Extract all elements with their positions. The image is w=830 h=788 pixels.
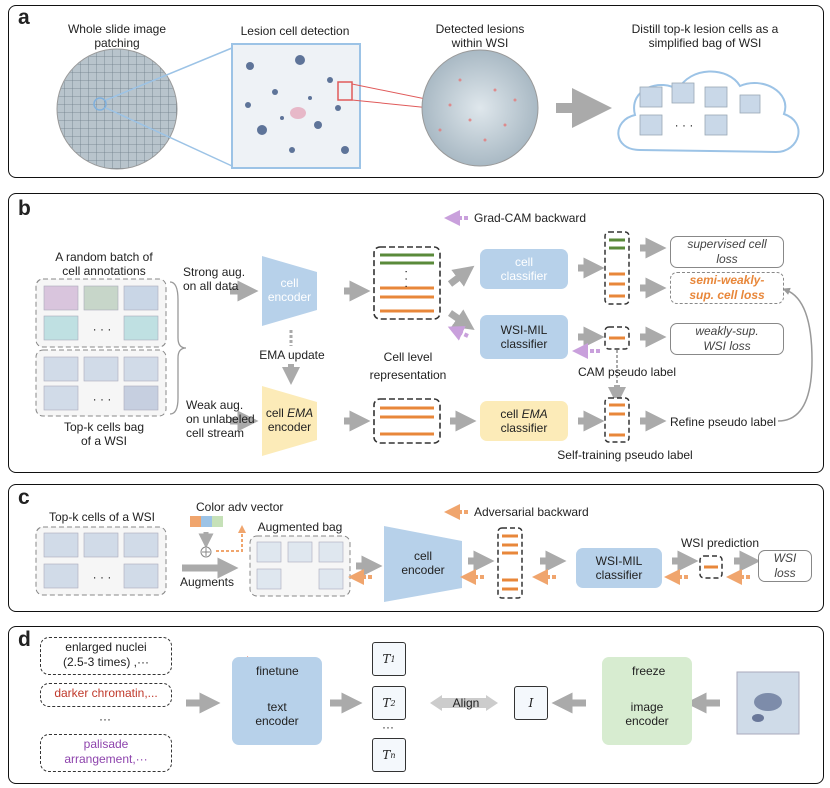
ema-classifier-prefix: cell [500,407,522,421]
token-t2-main: T [382,696,391,710]
self-training-label: Self-training pseudo label [557,448,693,462]
panel-b-label: b [18,197,31,220]
panel-a-label: a [18,6,30,29]
image-encoder-box [602,657,692,745]
augmented-bag-label: Augmented bag [257,520,343,534]
token-tn-sub: n [390,750,396,760]
cell-classifier: cell classifier [480,249,568,289]
rep-dots: · · · [400,269,414,289]
ema-encoder-suffix: encoder [267,420,312,434]
refine-pseudo-label: Refine pseudo label [669,415,777,429]
align-label: Align [452,696,480,710]
prompt-enlarged-nuclei: enlarged nuclei (2.5-3 times) ,··· [40,637,172,675]
dots-c1: · · · [92,570,112,584]
ema-classifier-word: EMA [521,407,548,421]
random-batch-label: A random batch of cell annotations [55,250,153,278]
token-tn-main: T [382,748,391,762]
dots-b1: · · · [92,322,112,336]
ema-encoder-label: cell EMA encoder [262,406,317,434]
wsi-prediction-label: WSI prediction [680,536,760,550]
wsi-mil-classifier: WSI-MIL classifier [480,315,568,359]
semi-weakly-loss: semi-weakly- sup. cell loss [670,272,784,304]
ema-classifier-suffix: classifier [500,421,548,435]
step-distill-label: Distill top-k lesion cells as a simplifi… [631,22,779,50]
wsi-loss: WSI loss [758,550,812,582]
image-token: I [514,686,548,720]
step-patching-label: Whole slide image patching [67,22,167,50]
prompt-palisade: palisade arrangement,··· [40,734,172,772]
step-detected-label: Detected lesions within WSI [435,22,525,50]
prompt-darker-chromatin: darker chromatin,... [40,683,172,707]
text-encoder-box [232,657,322,745]
finetune-label: finetune [256,664,299,678]
augments-label: Augments [179,575,235,589]
adv-backward-label: Adversarial backward [474,505,589,519]
token-dots: ··· [382,720,394,734]
topk-bag-label: Top-k cells bag of a WSI [63,420,145,448]
freeze-label: freeze [632,664,666,678]
supervised-cell-loss: supervised cell loss [670,236,784,268]
c-wsi-mil-classifier: WSI-MIL classifier [576,548,662,588]
token-t2-sub: 2 [390,698,396,708]
cell-level-label: Cell level representation [369,350,447,382]
panel-c-label: c [18,486,30,509]
strong-aug-label: Strong aug. on all data [183,265,246,293]
text-encoder-label: text encoder [255,700,299,728]
c-cell-encoder-label: cell encoder [401,549,445,577]
weakly-sup-loss: weakly-sup. WSI loss [670,323,784,355]
dots-b2: · · · [92,392,112,406]
ema-encoder-word: EMA [287,406,314,420]
ema-update-label: EMA update [256,348,328,362]
image-encoder-label: image encoder [625,700,669,728]
ema-encoder-prefix: cell [265,406,288,420]
gradcam-legend: Grad-CAM backward [474,211,587,225]
prompt-dots: ··· [99,712,111,726]
weak-aug-label: Weak aug. on unlabeled cell stream [186,398,255,440]
step-detection-label: Lesion cell detection [240,24,350,38]
topk-cells-label: Top-k cells of a WSI [48,510,156,524]
color-adv-label: Color adv vector [196,500,284,514]
token-t1-main: T [382,652,391,666]
panel-d-label: d [18,628,31,651]
ema-classifier: cell EMA classifier [480,401,568,441]
cell-encoder-label: cell encoder [267,276,312,304]
token-t1-sub: 1 [390,654,396,664]
cam-pseudo-label: CAM pseudo label [577,365,677,379]
cloud-dots: · · · [674,118,694,132]
